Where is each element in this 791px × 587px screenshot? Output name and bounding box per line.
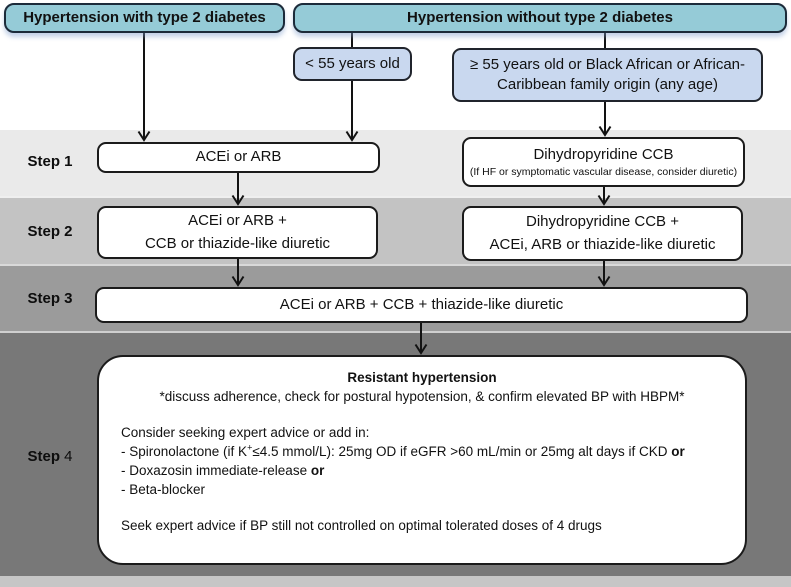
step1-right-title: Dihydropyridine CCB [533, 146, 674, 164]
step2-right-box: Dihydropyridine CCB + ACEi, ARB or thiaz… [462, 206, 743, 261]
step1-left-box: ACEi or ARB [97, 142, 380, 173]
branch-text: < 55 years old [305, 54, 400, 72]
step2-right-line2: ACEi, ARB or thiazide-like diuretic [489, 235, 716, 253]
header-hypertension-without-t2d: Hypertension without type 2 diabetes [293, 3, 787, 33]
header-hypertension-with-t2d: Hypertension with type 2 diabetes [4, 3, 285, 33]
step1-left-text: ACEi or ARB [195, 148, 282, 166]
step4-resistant-hypertension-box: Resistant hypertension *discuss adherenc… [97, 355, 747, 565]
arrow-under55-to-step1-left [345, 81, 359, 142]
arrow-step2-right-to-step3 [597, 261, 611, 287]
step4-title: Resistant hypertension [347, 370, 497, 385]
arrow-step1-right-to-step2-right [597, 187, 611, 206]
header-text: Hypertension without type 2 diabetes [407, 8, 673, 26]
arrow-step2-left-to-step3 [231, 259, 245, 287]
step4-consider-line: Consider seeking expert advice or add in… [121, 425, 370, 440]
step4-spironolactone-line: - Spironolactone (if K+≤4.5 mmol/L): 25m… [121, 442, 685, 459]
step4-doxazosin-line: - Doxazosin immediate-release or [121, 463, 325, 478]
spacer [121, 499, 723, 516]
branch-under-55-box: < 55 years old [293, 47, 412, 81]
step2-left-line1: ACEi or ARB + [188, 212, 287, 229]
step2-right-line1: Dihydropyridine CCB + [526, 213, 679, 230]
step2-left-line2: CCB or thiazide-like diuretic [144, 234, 331, 252]
step2-left-box: ACEi or ARB + CCB or thiazide-like diure… [97, 206, 378, 259]
header-text: Hypertension with type 2 diabetes [23, 8, 266, 26]
step4-beta-blocker-line: - Beta-blocker [121, 482, 206, 497]
arrow-step3-to-step4 [414, 323, 428, 355]
branch-text-line1: ≥ 55 years old or Black African or Afric… [469, 55, 746, 73]
step4-label: Step 4 [27, 448, 73, 465]
step2-label: Step 2 [27, 223, 73, 240]
step3-text: ACEi or ARB + CCB + thiazide-like diuret… [279, 295, 564, 313]
step3-label: Step 3 [27, 290, 73, 307]
arrow-step1-left-to-step2-left [231, 173, 245, 206]
branch-text-line2: Caribbean family origin (any age) [497, 76, 718, 93]
k-plus-superscript: + [247, 442, 253, 453]
bottom-strip [0, 576, 791, 587]
arrow-t2d-to-step1-left [137, 33, 151, 142]
step3-box: ACEi or ARB + CCB + thiazide-like diuret… [95, 287, 748, 323]
spacer [121, 406, 723, 423]
arrow-over55-to-step1-right [598, 102, 612, 137]
step4-subtitle: *discuss adherence, check for postural h… [159, 389, 685, 404]
step1-right-note: (If HF or symptomatic vascular disease, … [469, 165, 738, 178]
step1-right-box: Dihydropyridine CCB (If HF or symptomati… [462, 137, 745, 187]
step4-seek-advice-line: Seek expert advice if BP still not contr… [121, 518, 602, 533]
step1-label: Step 1 [27, 153, 73, 170]
branch-over-55-box: ≥ 55 years old or Black African or Afric… [452, 48, 763, 102]
